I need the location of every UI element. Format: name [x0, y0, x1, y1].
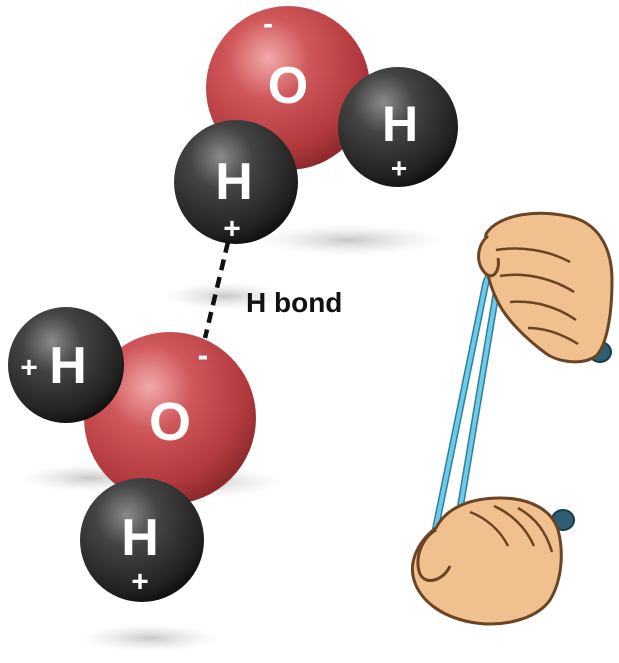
- hydrogen-bond-line: [202, 241, 231, 339]
- hydrogen-top-right-symbol: H: [382, 96, 418, 152]
- oxygen-bottom-charge: -: [198, 337, 209, 373]
- hydrogen-bottom-left-charge: +: [20, 352, 38, 385]
- hydrogen-atom-bottom-left: [8, 307, 124, 423]
- hydrogen-atom-top-right: [338, 67, 458, 187]
- hydrogen-atom-top-left: [174, 120, 298, 244]
- hydrogen-bottom-symbol: H: [121, 509, 159, 567]
- hands-stretching-rubber-band-icon: [411, 211, 614, 626]
- water-molecule-top: - O H + H +: [174, 6, 458, 246]
- hydrogen-top-left-charge: +: [223, 213, 241, 246]
- hydrogen-bottom-charge: +: [131, 566, 149, 599]
- hydrogen-top-right-charge: +: [391, 153, 407, 184]
- oxygen-atom-bottom: [84, 332, 256, 504]
- water-molecule-bottom: - O + H H +: [8, 307, 256, 602]
- hydrogen-atom-bottom: [80, 478, 204, 602]
- hydrogen-bottom-left-symbol: H: [49, 337, 87, 395]
- bottom-hand: [411, 496, 575, 626]
- top-hand: [477, 211, 614, 364]
- oxygen-top-symbol: O: [268, 57, 308, 115]
- hydrogen-top-left-symbol: H: [215, 153, 253, 211]
- oxygen-bottom-symbol: O: [149, 392, 191, 452]
- h-bond-label: H bond: [246, 287, 342, 318]
- oxygen-top-charge: -: [263, 8, 273, 41]
